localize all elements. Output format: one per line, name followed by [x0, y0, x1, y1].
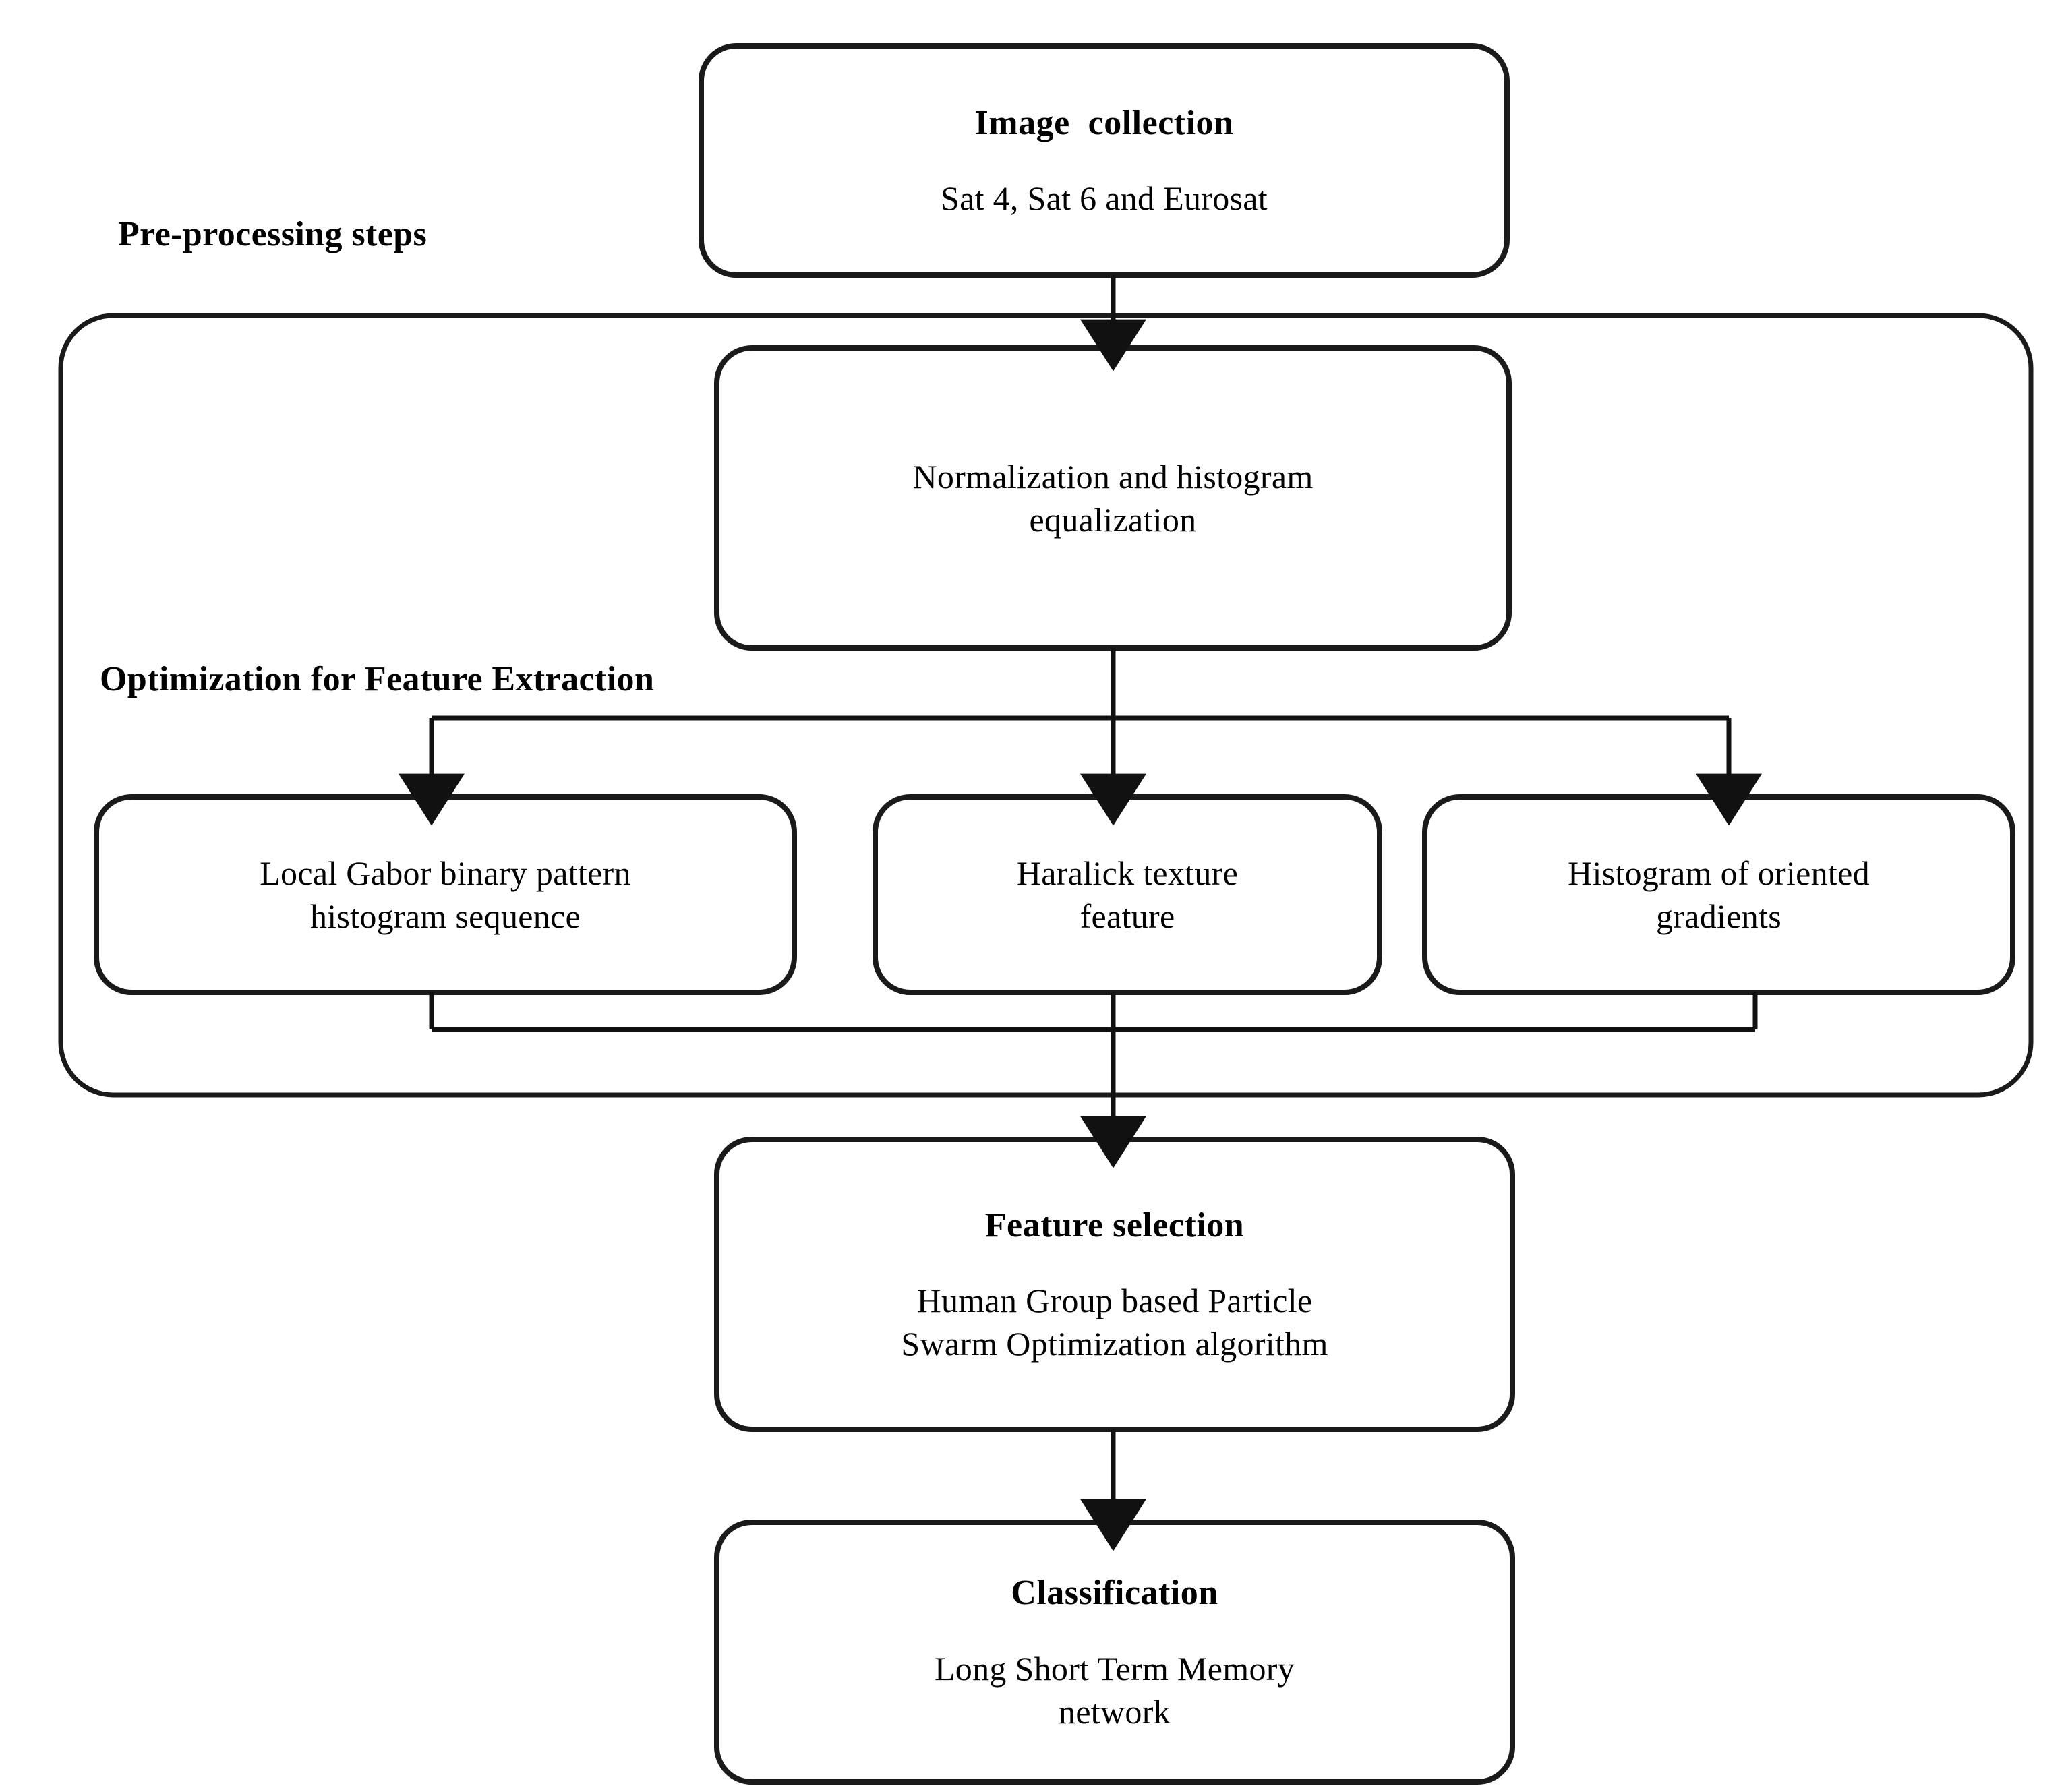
node-feature-selection-line2: Swarm Optimization algorithm [901, 1325, 1328, 1363]
node-classification-line2: network [1059, 1692, 1171, 1731]
preprocessing-container [58, 313, 2034, 1098]
node-hog[interactable]: Histogram of oriented gradients [1425, 797, 2013, 992]
node-feature-selection[interactable]: Feature selection Human Group based Part… [717, 1139, 1512, 1429]
node-feature-selection-title: Feature selection [984, 1205, 1245, 1245]
node-lgbphs-line1: Local Gabor binary pattern [260, 854, 631, 892]
node-image-collection-title: Image collection [974, 103, 1234, 142]
node-lgbphs-line2: histogram sequence [309, 897, 581, 935]
node-image-collection[interactable]: Image collection Sat 4, Sat 6 and Eurosa… [701, 46, 1507, 275]
node-normalization-line1: Normalization and histogram [912, 457, 1314, 496]
section-label-preprocessing: Pre-processing steps [118, 215, 427, 253]
node-hog-line1: Histogram of oriented [1568, 854, 1870, 892]
section-label-optimization: Optimization for Feature Extraction [100, 660, 655, 698]
node-outline-image-collection [699, 43, 1510, 278]
node-lgbphs[interactable]: Local Gabor binary pattern histogram seq… [96, 797, 794, 992]
node-haralick-line1: Haralick texture [1016, 854, 1239, 892]
node-classification-title: Classification [1011, 1574, 1218, 1613]
node-haralick[interactable]: Haralick texture feature [875, 797, 1380, 992]
node-image-collection-body: Sat 4, Sat 6 and Eurosat [941, 179, 1268, 218]
node-normalization-line2: equalization [1029, 500, 1197, 539]
node-normalization[interactable]: Normalization and histogram equalization [717, 348, 1509, 648]
node-haralick-line2: feature [1080, 897, 1175, 935]
node-classification-line1: Long Short Term Memory [934, 1649, 1295, 1688]
node-feature-selection-line1: Human Group based Particle [916, 1282, 1313, 1320]
node-hog-line2: gradients [1656, 897, 1781, 935]
node-classification[interactable]: Classification Long Short Term Memory ne… [717, 1522, 1512, 1782]
